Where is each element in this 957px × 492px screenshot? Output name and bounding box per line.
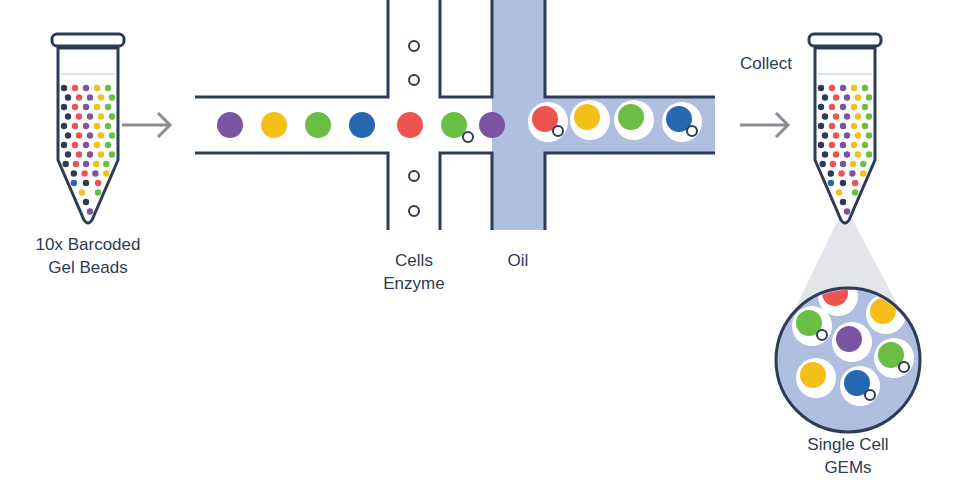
gem-droplet <box>662 102 702 142</box>
gem-droplet <box>832 322 872 362</box>
gem-droplet <box>570 100 610 140</box>
collection-tube <box>809 34 881 223</box>
gel-bead <box>305 112 331 138</box>
gem-droplet <box>796 358 836 398</box>
tube-label: 10x Barcoded Gel Beads <box>23 233 153 279</box>
cell <box>463 132 473 142</box>
microfluidic-chip <box>195 0 715 230</box>
gel-bead <box>261 112 287 138</box>
sample-tube <box>52 34 124 223</box>
cell <box>409 75 419 85</box>
gem-droplet <box>614 100 654 140</box>
cell <box>409 41 419 51</box>
inlet-label: Oil <box>488 249 548 272</box>
gem-droplet <box>528 102 568 142</box>
step-label: Collect <box>721 52 811 75</box>
cell <box>409 206 419 216</box>
output-label: Single Cell GEMs <box>791 433 906 479</box>
gel-bead <box>349 112 375 138</box>
gel-bead <box>479 112 505 138</box>
gel-bead <box>217 112 243 138</box>
gel-bead <box>397 112 423 138</box>
gem-droplet <box>792 306 832 346</box>
cell <box>409 171 419 181</box>
gem-droplet <box>840 366 880 406</box>
gem-droplet <box>874 338 914 378</box>
inlet-label: Cells Enzyme <box>374 249 454 295</box>
gem-droplet <box>866 294 906 334</box>
